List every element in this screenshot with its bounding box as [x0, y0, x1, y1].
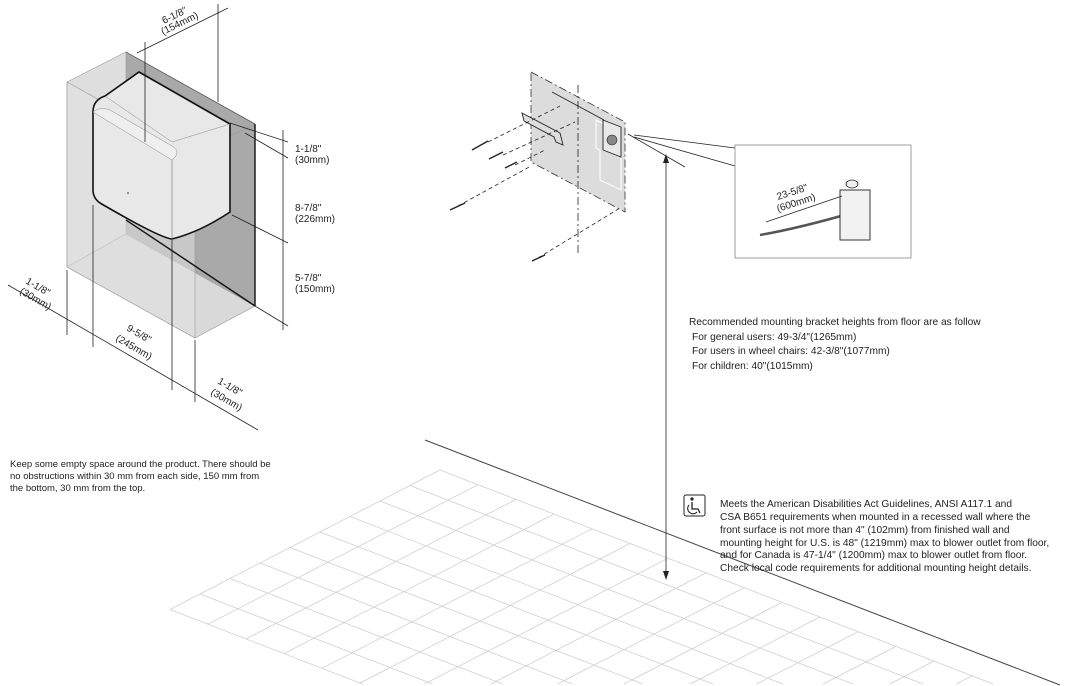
clearance-note-line: Keep some empty space around the product…	[10, 459, 271, 470]
arrow-head-down	[663, 571, 669, 580]
floor-grid-line	[557, 587, 745, 685]
floor-grid-line	[169, 469, 441, 610]
floor-grid-line	[229, 578, 503, 685]
electrical-box-icon	[839, 189, 871, 241]
floor-grid-line	[889, 660, 935, 685]
floor-grid-line	[259, 562, 573, 685]
recommended-height-line: For general users: 49-3/4"(1265mm)	[692, 332, 856, 343]
recommended-title: Recommended mounting bracket heights fro…	[689, 317, 981, 328]
wall-floor-edge	[424, 439, 1061, 686]
top-clearance-inch-label: 1-1/8"	[295, 144, 322, 155]
arrow-head-up	[663, 154, 669, 163]
unit-top-face	[92, 108, 178, 161]
wheelchair-accessibility-icon	[683, 494, 706, 517]
screw-guide-line	[514, 149, 546, 166]
clearance-note-line: no obstructions within 30 mm from each s…	[10, 471, 259, 482]
floor-grid-line	[321, 528, 593, 669]
bottom-clearance-inch-label: 5-7/8"	[295, 273, 322, 284]
top-clearance-mm-label: (30mm)	[295, 155, 329, 166]
floor-grid-line	[424, 557, 669, 685]
ada-compliance-line: front surface is not more than 4" (102mm…	[720, 525, 1010, 536]
dimension-line	[7, 284, 259, 431]
callout-leader	[633, 134, 736, 149]
callout-leader	[633, 136, 736, 167]
floor-grid-line	[349, 516, 784, 685]
dimension-line	[136, 7, 229, 54]
floor-grid-line	[245, 499, 517, 640]
screw-guide-line	[457, 165, 532, 207]
floor-grid-line	[955, 675, 973, 685]
screw-guide-line	[537, 207, 621, 259]
screw-guide-line	[502, 121, 576, 156]
floor-grid-line	[169, 609, 363, 685]
clearance-drawing: 6-1/8" (154mm) 1-1/8" (30mm) 8-7/8" (226…	[7, 4, 335, 494]
bottom-clearance-mm-label: (150mm)	[295, 284, 335, 295]
recommended-height-line: For users in wheel chairs: 42-3/8"(1077m…	[692, 346, 890, 357]
floor-grid-line	[409, 485, 924, 685]
electrical-box-conduit	[845, 179, 859, 189]
floor-grid-line	[439, 469, 994, 685]
clearance-note-line: the bottom, 30 mm from the top.	[10, 483, 145, 494]
hand-dryer-unit	[92, 71, 231, 240]
ada-compliance-line: Check local code requirements for additi…	[720, 563, 1031, 574]
mounting-drawing: 23-5/8" (600mm) Recommended mounting bra…	[449, 71, 1049, 580]
dimension-line	[231, 214, 289, 244]
floor-grid-line	[623, 601, 783, 685]
callout-box	[734, 144, 912, 259]
floor-grid-line	[823, 646, 897, 685]
floor-grid-line	[283, 513, 555, 654]
floor-grid-line	[379, 500, 854, 685]
junction-box-hole	[606, 134, 618, 146]
recess-edge	[125, 51, 256, 125]
mounting-bracket	[521, 112, 564, 146]
floor-grid-line	[207, 484, 479, 625]
ada-compliance-line: Meets the American Disabilities Act Guid…	[720, 499, 1012, 510]
floor-grid-line	[199, 593, 433, 685]
floor-grid-line	[690, 616, 821, 685]
floor-grid-line	[289, 547, 644, 685]
floor-tile-grid	[169, 469, 994, 685]
mounting-template	[530, 71, 626, 213]
ada-compliance-line: and for Canada is 47-1/4" (1200mm) max t…	[720, 550, 1027, 561]
height-mm-label: (226mm)	[295, 214, 335, 225]
ada-compliance-line: CSA B651 requirements when mounted in a …	[720, 512, 1031, 523]
dimension-line	[244, 132, 289, 159]
screw-icons	[449, 140, 546, 262]
dimension-line	[229, 122, 289, 143]
recess-edge	[125, 219, 256, 307]
floor-grid-line	[359, 543, 631, 684]
unit-indicator	[127, 192, 129, 194]
floor-grid-line	[756, 631, 859, 685]
dimension-line	[254, 305, 289, 327]
ada-compliance-line: mounting height for U.S. is 48" (1219mm)…	[720, 538, 1049, 549]
height-inch-label: 8-7/8"	[295, 203, 322, 214]
floor-grid-line	[319, 531, 714, 685]
floor-grid-line	[490, 572, 707, 685]
unit-edge	[104, 95, 231, 143]
recommended-height-line: For children: 40"(1015mm)	[692, 361, 813, 372]
wall-line	[627, 133, 686, 168]
cable-dimension-line	[765, 195, 843, 223]
